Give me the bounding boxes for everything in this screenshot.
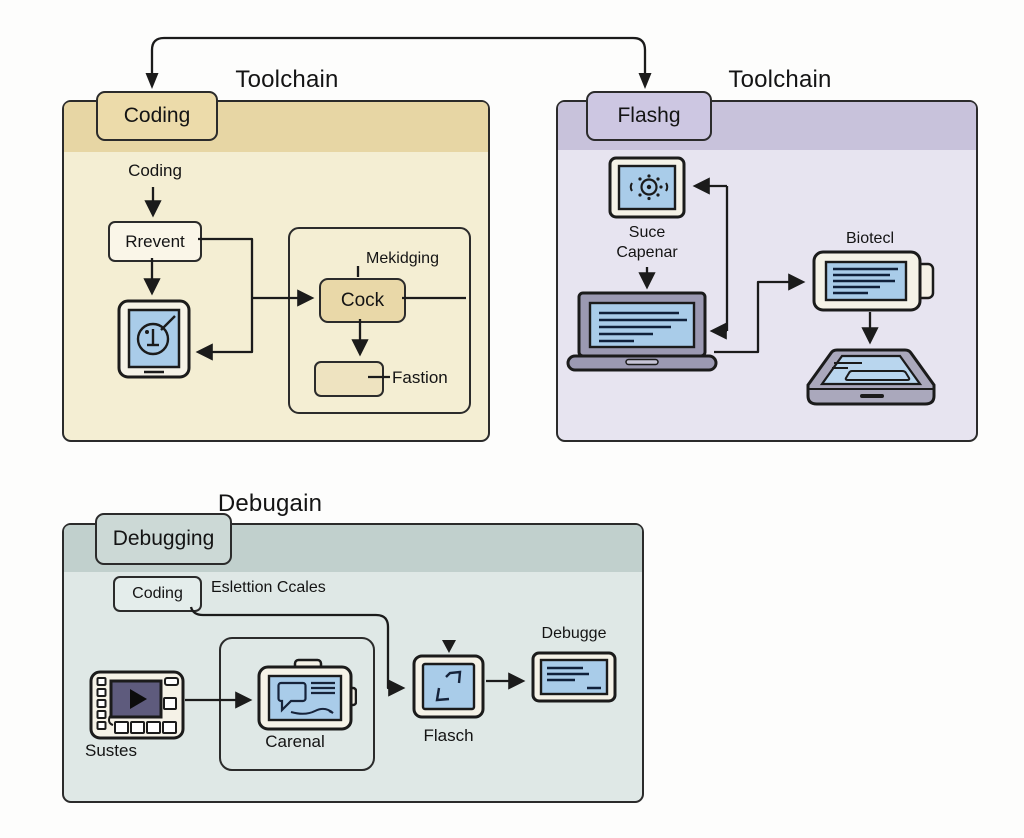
tab-coding: Coding [96, 91, 218, 141]
debugge-label: Debugge [541, 625, 607, 642]
rrevent-box: Rrevent [108, 221, 202, 262]
group-label-mekidging: Mekidging [366, 250, 439, 267]
arrowhead-into-flashg-tab [638, 73, 652, 89]
cock-box: Cock [319, 278, 406, 323]
expand-square-icon [412, 654, 485, 719]
fastion-label: Fastion [392, 368, 448, 387]
log-screen-icon [531, 651, 617, 703]
inner-tab-coding: Coding [113, 576, 202, 612]
screen-capture-icon [608, 156, 686, 219]
tab-flashg: Flashg [586, 91, 712, 141]
media-player-icon [89, 670, 185, 740]
camera-chat-icon [257, 658, 357, 732]
tablet-check-icon [117, 299, 191, 379]
arrowhead-into-coding-tab [145, 73, 159, 89]
capture-label: Suce Capenar [616, 224, 678, 261]
mekidging-group-box [288, 227, 471, 414]
laptop-icon [566, 291, 718, 373]
flasch-label: Flasch [423, 726, 474, 745]
biotecl-label: Biotecl [845, 230, 895, 247]
panel-title-toolchain-2: Toolchain [728, 66, 832, 93]
flow-label-coding: Coding [128, 161, 182, 180]
fastion-box [314, 361, 384, 397]
carenal-label: Carenal [265, 732, 325, 751]
tab-debugging: Debugging [95, 513, 232, 565]
tablet-3d-icon [804, 347, 938, 409]
caption-label: Eslettion Ccales [211, 579, 326, 596]
panel-title-debugain: Debugain [217, 490, 323, 517]
panel-title-toolchain-1: Toolchain [235, 66, 339, 93]
sustes-label: Sustes [85, 741, 137, 760]
battery-device-icon [812, 250, 936, 312]
